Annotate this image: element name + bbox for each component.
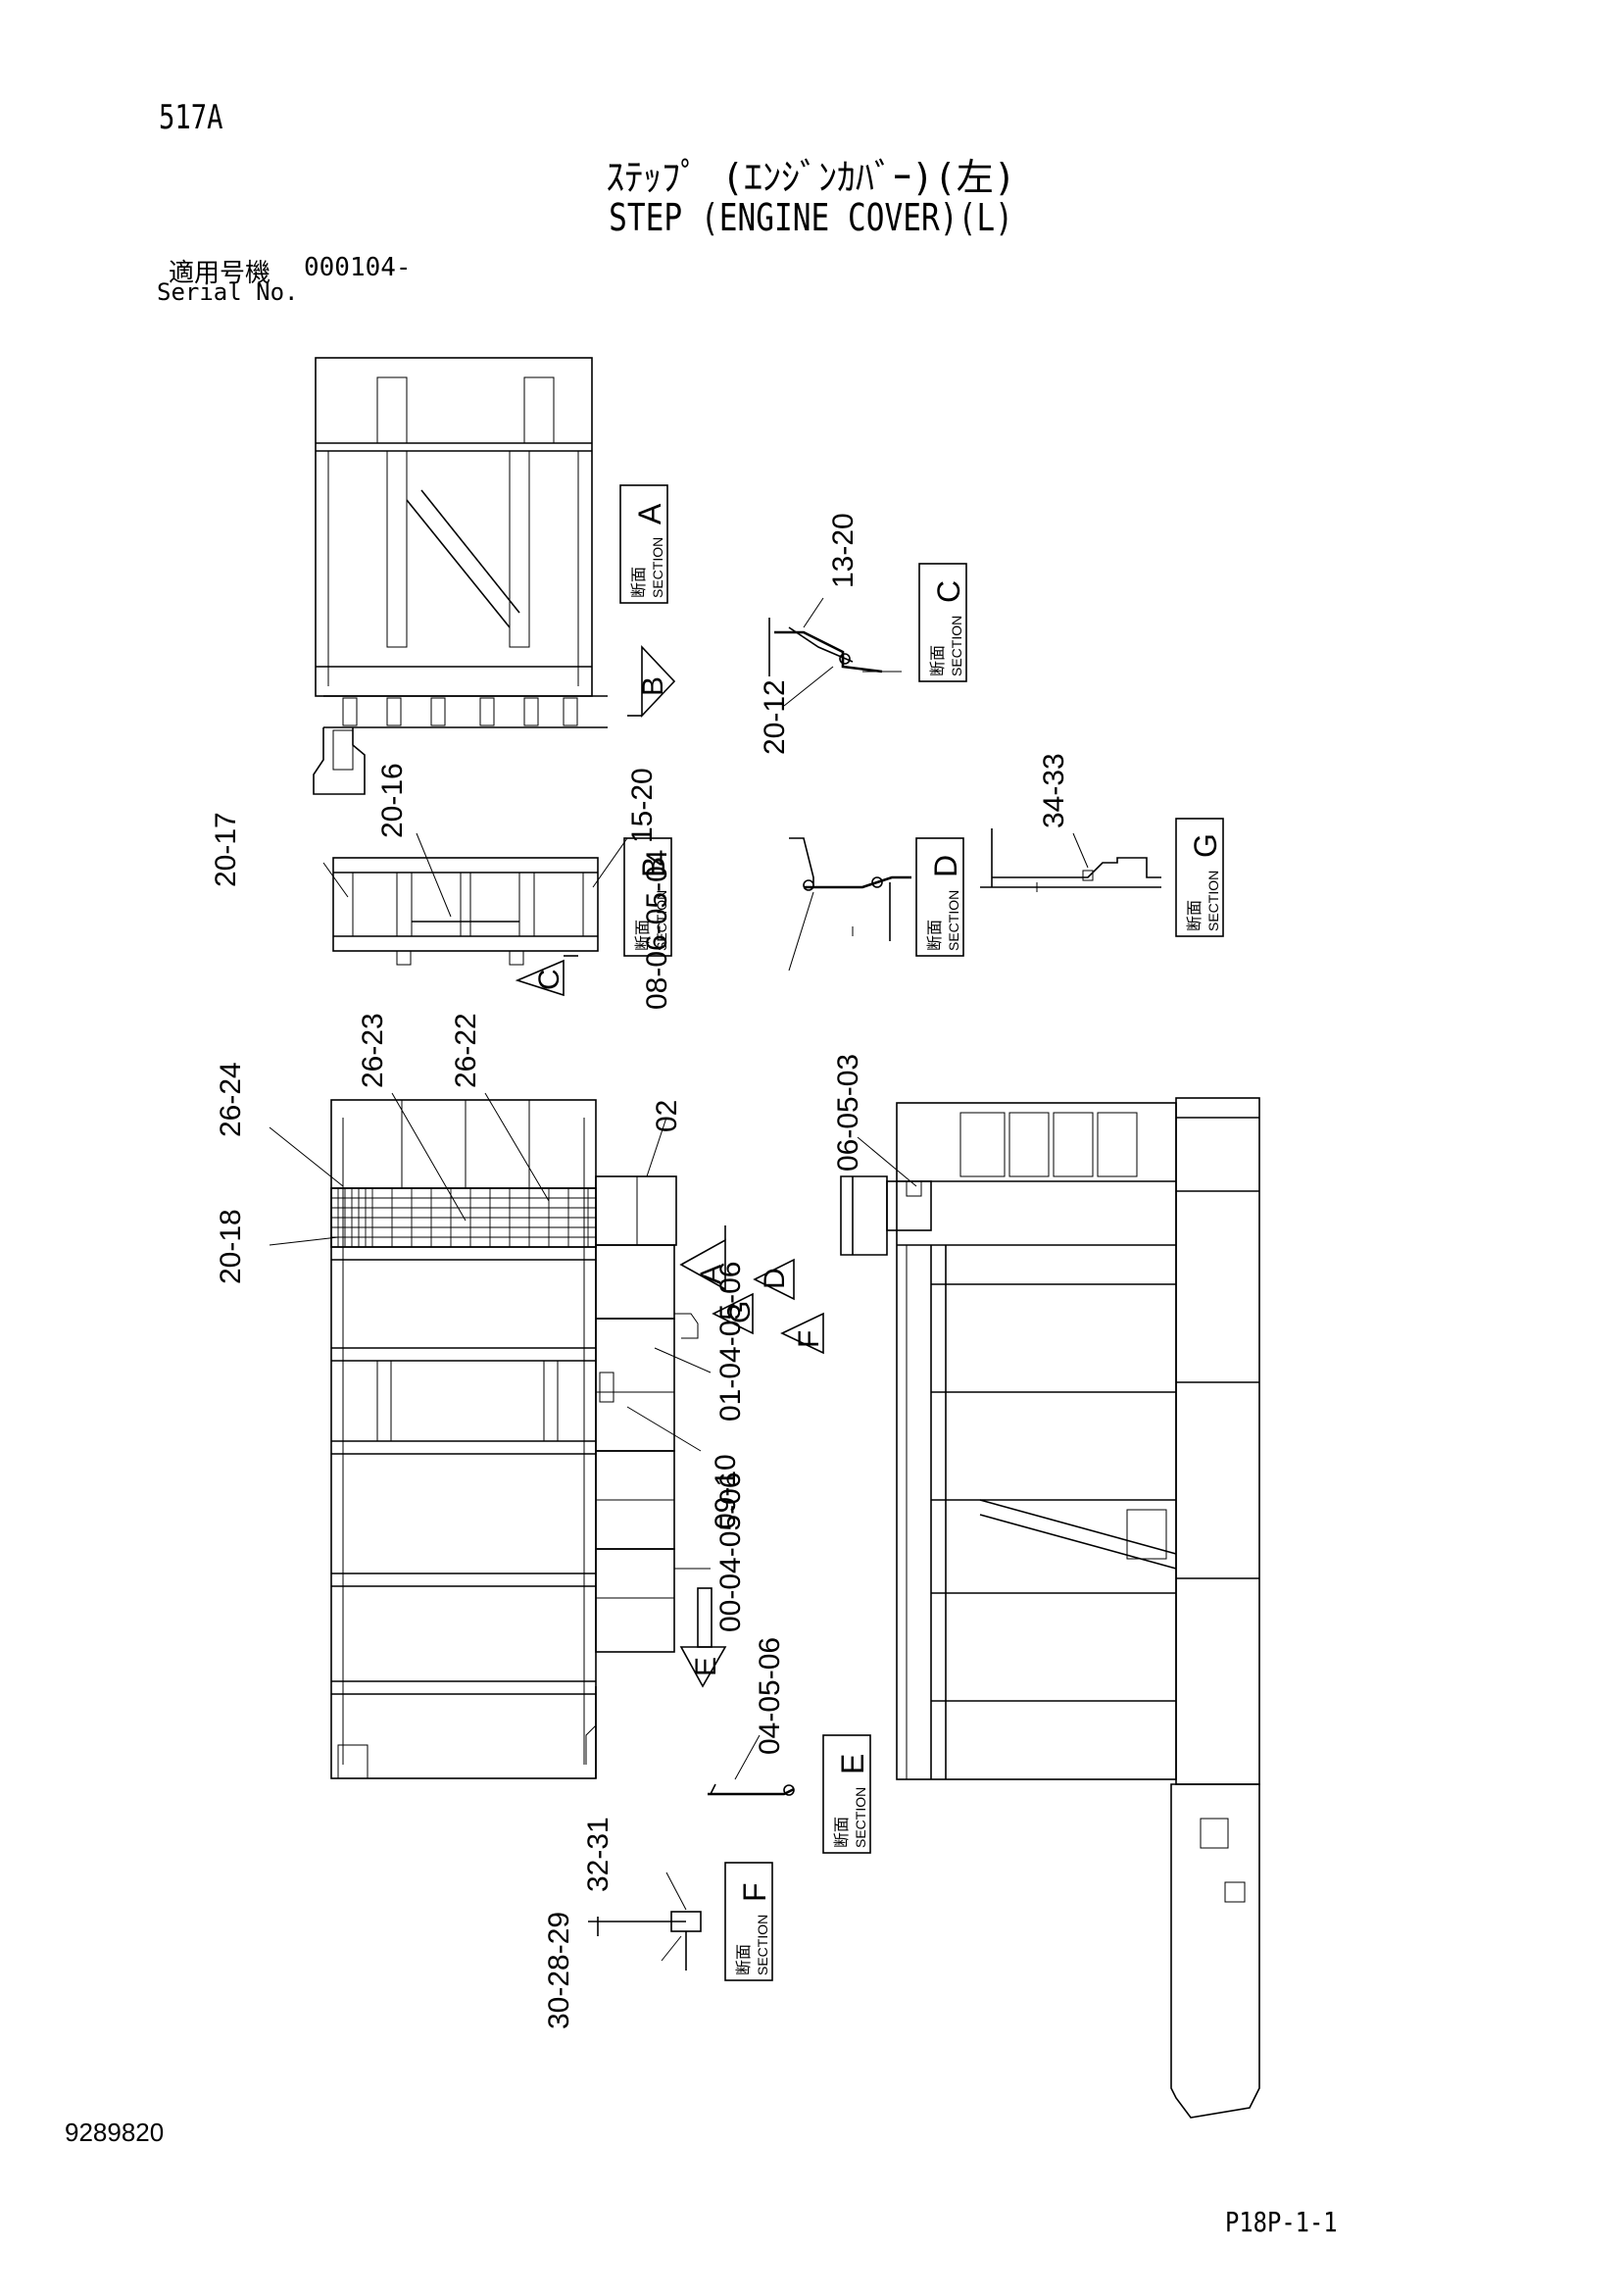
serial-value: 000104-: [304, 253, 412, 282]
section-label-f: 断面 SECTION F: [724, 1862, 773, 1981]
callout-26-22: 26-22: [450, 1013, 482, 1088]
svg-text:B: B: [637, 676, 669, 696]
callout-34-33: 34-33: [1038, 753, 1070, 828]
svg-text:G: G: [724, 1301, 757, 1323]
page-reference: P18P-1-1: [1225, 2206, 1338, 2238]
callout-08-06-05-04: 08-06-05-04: [641, 850, 673, 1010]
svg-text:断面: 断面: [833, 1817, 851, 1848]
callout-32-31: 32-31: [582, 1817, 614, 1892]
serial-label-japanese: 適用号機: [169, 259, 271, 288]
section-f-detail: [588, 1872, 702, 1971]
svg-text:F: F: [793, 1330, 825, 1348]
step-plates: [595, 1175, 699, 1653]
section-letter-b: B: [636, 857, 671, 877]
svg-text:SECTION: SECTION: [755, 1915, 770, 1975]
callout-09-10: 09-10: [710, 1454, 742, 1529]
callout-20-18: 20-18: [215, 1209, 247, 1284]
svg-text:E: E: [690, 1657, 722, 1676]
callout-20-12: 20-12: [759, 679, 791, 755]
svg-text:D: D: [759, 1268, 791, 1289]
title-japanese: ｽﾃｯﾌﾟ (ｴﾝｼﾞﾝｶﾊﾞｰ)(左): [606, 156, 1016, 199]
svg-text:断面: 断面: [1186, 900, 1204, 931]
callout-00-04-05-06: 00-04-05-06: [714, 1472, 747, 1632]
view-arrow-g: G: [712, 1292, 757, 1335]
section-label-c: 断面 SECTION C: [918, 563, 967, 682]
callout-02: 02: [651, 1100, 683, 1132]
side-view-drawing: [840, 1102, 1177, 1780]
cover-panel: [1170, 1097, 1260, 2119]
svg-text:A: A: [695, 1265, 727, 1284]
section-b-view: [332, 857, 599, 966]
callout-26-23: 26-23: [357, 1013, 389, 1088]
section-letter-d: D: [928, 855, 963, 877]
page-code: 517A: [159, 98, 223, 137]
view-arrow-a: A: [679, 1225, 727, 1291]
section-g-detail: [980, 828, 1161, 892]
callout-30-28-29: 30-28-29: [543, 1912, 575, 2029]
view-arrow-d: D: [753, 1258, 795, 1301]
section-label-a: 断面 SECTION A: [619, 484, 668, 604]
callout-26-24: 26-24: [215, 1062, 247, 1137]
view-arrow-f: F: [780, 1312, 825, 1355]
top-view-drawing: [313, 357, 608, 795]
svg-text:断面: 断面: [634, 920, 652, 951]
svg-text:SECTION: SECTION: [1205, 871, 1221, 931]
callout-13-20: 13-20: [827, 513, 860, 588]
svg-text:SECTION: SECTION: [949, 616, 964, 676]
svg-text:C: C: [533, 969, 565, 990]
section-letter-g: G: [1188, 833, 1223, 858]
svg-text:断面: 断面: [630, 567, 648, 598]
callout-20-16: 20-16: [376, 763, 409, 838]
drawing-number: 9289820: [65, 2118, 165, 2147]
section-c-detail: [768, 597, 902, 707]
svg-text:断面: 断面: [929, 645, 947, 676]
svg-text:SECTION: SECTION: [650, 537, 665, 598]
section-letter-e: E: [835, 1754, 870, 1774]
svg-text:SECTION: SECTION: [654, 890, 669, 951]
section-label-e: 断面 SECTION E: [822, 1734, 871, 1854]
section-label-g: 断面 SECTION G: [1175, 818, 1224, 937]
callout-20-17: 20-17: [210, 812, 242, 887]
view-arrow-e: E: [679, 1587, 727, 1688]
section-label-b: 断面 SECTION B: [623, 837, 672, 957]
main-plan-view: [330, 1099, 597, 1779]
section-letter-c: C: [931, 580, 966, 603]
section-d-detail: [788, 837, 911, 972]
svg-text:断面: 断面: [735, 1944, 753, 1975]
callout-06-05-03: 06-05-03: [832, 1054, 864, 1172]
callout-15-20: 15-20: [626, 768, 659, 843]
svg-text:断面: 断面: [926, 920, 944, 951]
title-english: STEP (ENGINE COVER)(L): [609, 196, 1013, 239]
view-arrow-b: B: [627, 644, 676, 719]
section-letter-f: F: [737, 1882, 772, 1902]
section-e-detail: [708, 1734, 795, 1796]
view-arrow-c: C: [515, 955, 578, 997]
section-label-d: 断面 SECTION D: [915, 837, 964, 957]
callout-04-05-06: 04-05-06: [754, 1637, 786, 1755]
section-letter-a: A: [632, 503, 667, 524]
svg-text:SECTION: SECTION: [946, 890, 961, 951]
svg-text:SECTION: SECTION: [853, 1787, 868, 1848]
callout-01-04-05-06: 01-04-05-06: [714, 1262, 747, 1422]
serial-label-english: Serial No.: [157, 278, 299, 306]
